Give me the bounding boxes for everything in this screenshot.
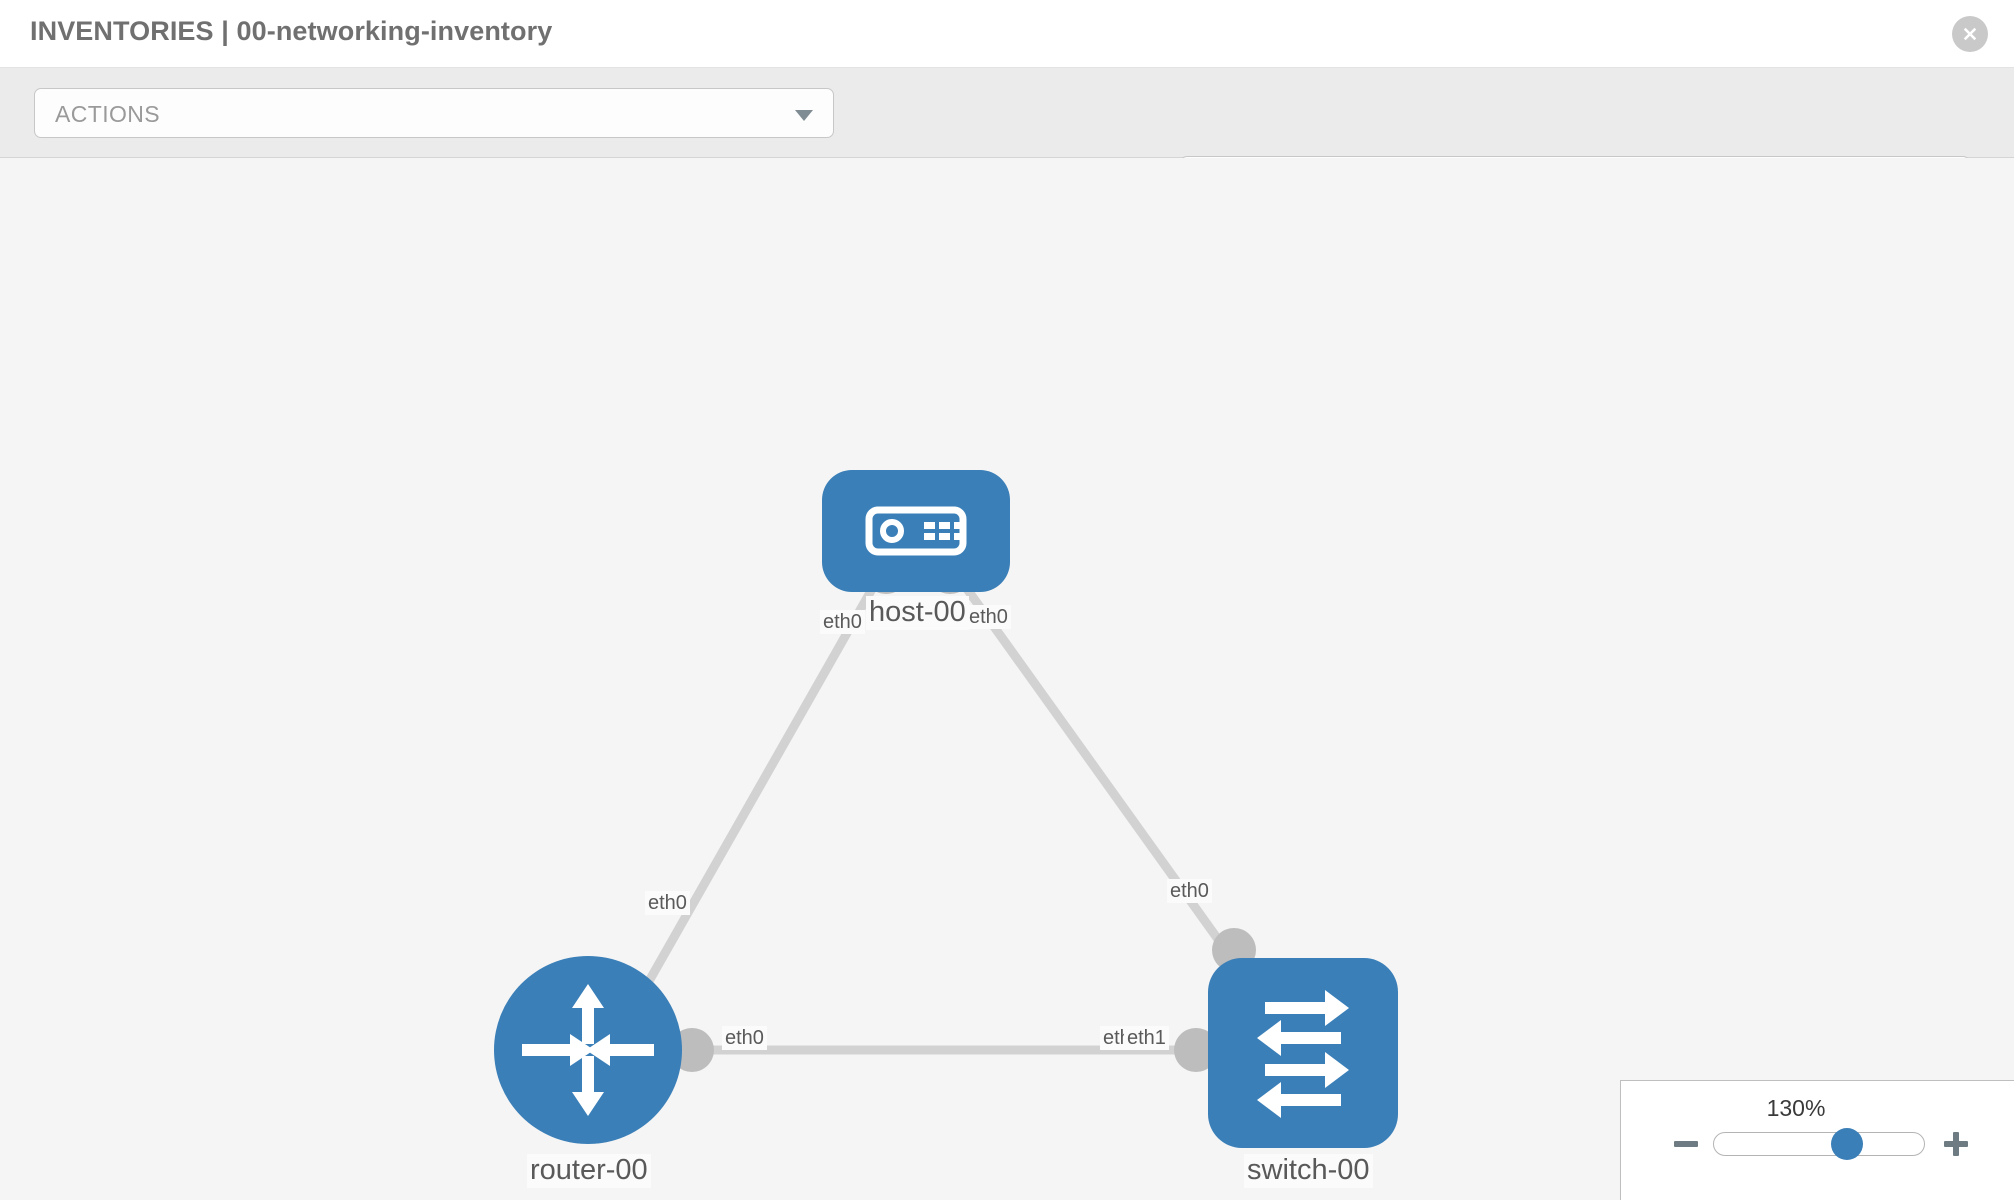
topology-graph xyxy=(494,470,1398,1148)
node-host-00[interactable] xyxy=(822,470,1010,592)
actions-dropdown[interactable]: ACTIONS xyxy=(34,88,834,138)
iface-label-router-eth0-up: eth0 xyxy=(645,891,690,915)
iface-label-switch-eth0-up: eth0 xyxy=(1167,879,1212,903)
node-label-switch-00: switch-00 xyxy=(1244,1154,1373,1188)
close-button[interactable] xyxy=(1952,16,1988,52)
topology-links xyxy=(632,565,1244,1055)
topology-canvas[interactable]: host-00 router-00 switch-00 eth0 eth0 et… xyxy=(0,158,2014,1200)
zoom-slider-thumb[interactable] xyxy=(1831,1128,1863,1160)
iface-label-switch-eth1: eth1 xyxy=(1124,1026,1169,1050)
node-router-00[interactable] xyxy=(494,956,682,1144)
node-label-router-00: router-00 xyxy=(527,1154,651,1188)
node-switch-00[interactable] xyxy=(1208,958,1398,1148)
chevron-down-icon xyxy=(795,110,813,121)
zoom-out-button[interactable] xyxy=(1669,1127,1703,1161)
nub-switch-eth1-left xyxy=(1174,1028,1218,1072)
zoom-control-panel: 130% xyxy=(1620,1080,2014,1200)
page-title: INVENTORIES | 00-networking-inventory xyxy=(30,16,553,46)
link-host-router xyxy=(632,565,888,1007)
toolbar: ACTIONS SEARCH xyxy=(0,68,2014,206)
zoom-in-button[interactable] xyxy=(1939,1127,1973,1161)
plus-icon-vertical xyxy=(1953,1132,1959,1156)
close-icon xyxy=(1963,27,1977,41)
zoom-slider[interactable] xyxy=(1713,1128,1925,1160)
iface-label-host-eth0-left: eth0 xyxy=(820,610,865,634)
iface-label-router-eth0-right: eth0 xyxy=(722,1026,767,1050)
minus-icon xyxy=(1674,1141,1698,1147)
zoom-percent-label: 130% xyxy=(1766,1095,1826,1121)
iface-label-host-eth0-right: eth0 xyxy=(966,605,1011,629)
actions-dropdown-label: ACTIONS xyxy=(55,101,161,127)
link-host-switch xyxy=(948,565,1244,973)
page-header: INVENTORIES | 00-networking-inventory xyxy=(0,0,2014,68)
node-label-host-00: host-00 xyxy=(866,596,969,630)
